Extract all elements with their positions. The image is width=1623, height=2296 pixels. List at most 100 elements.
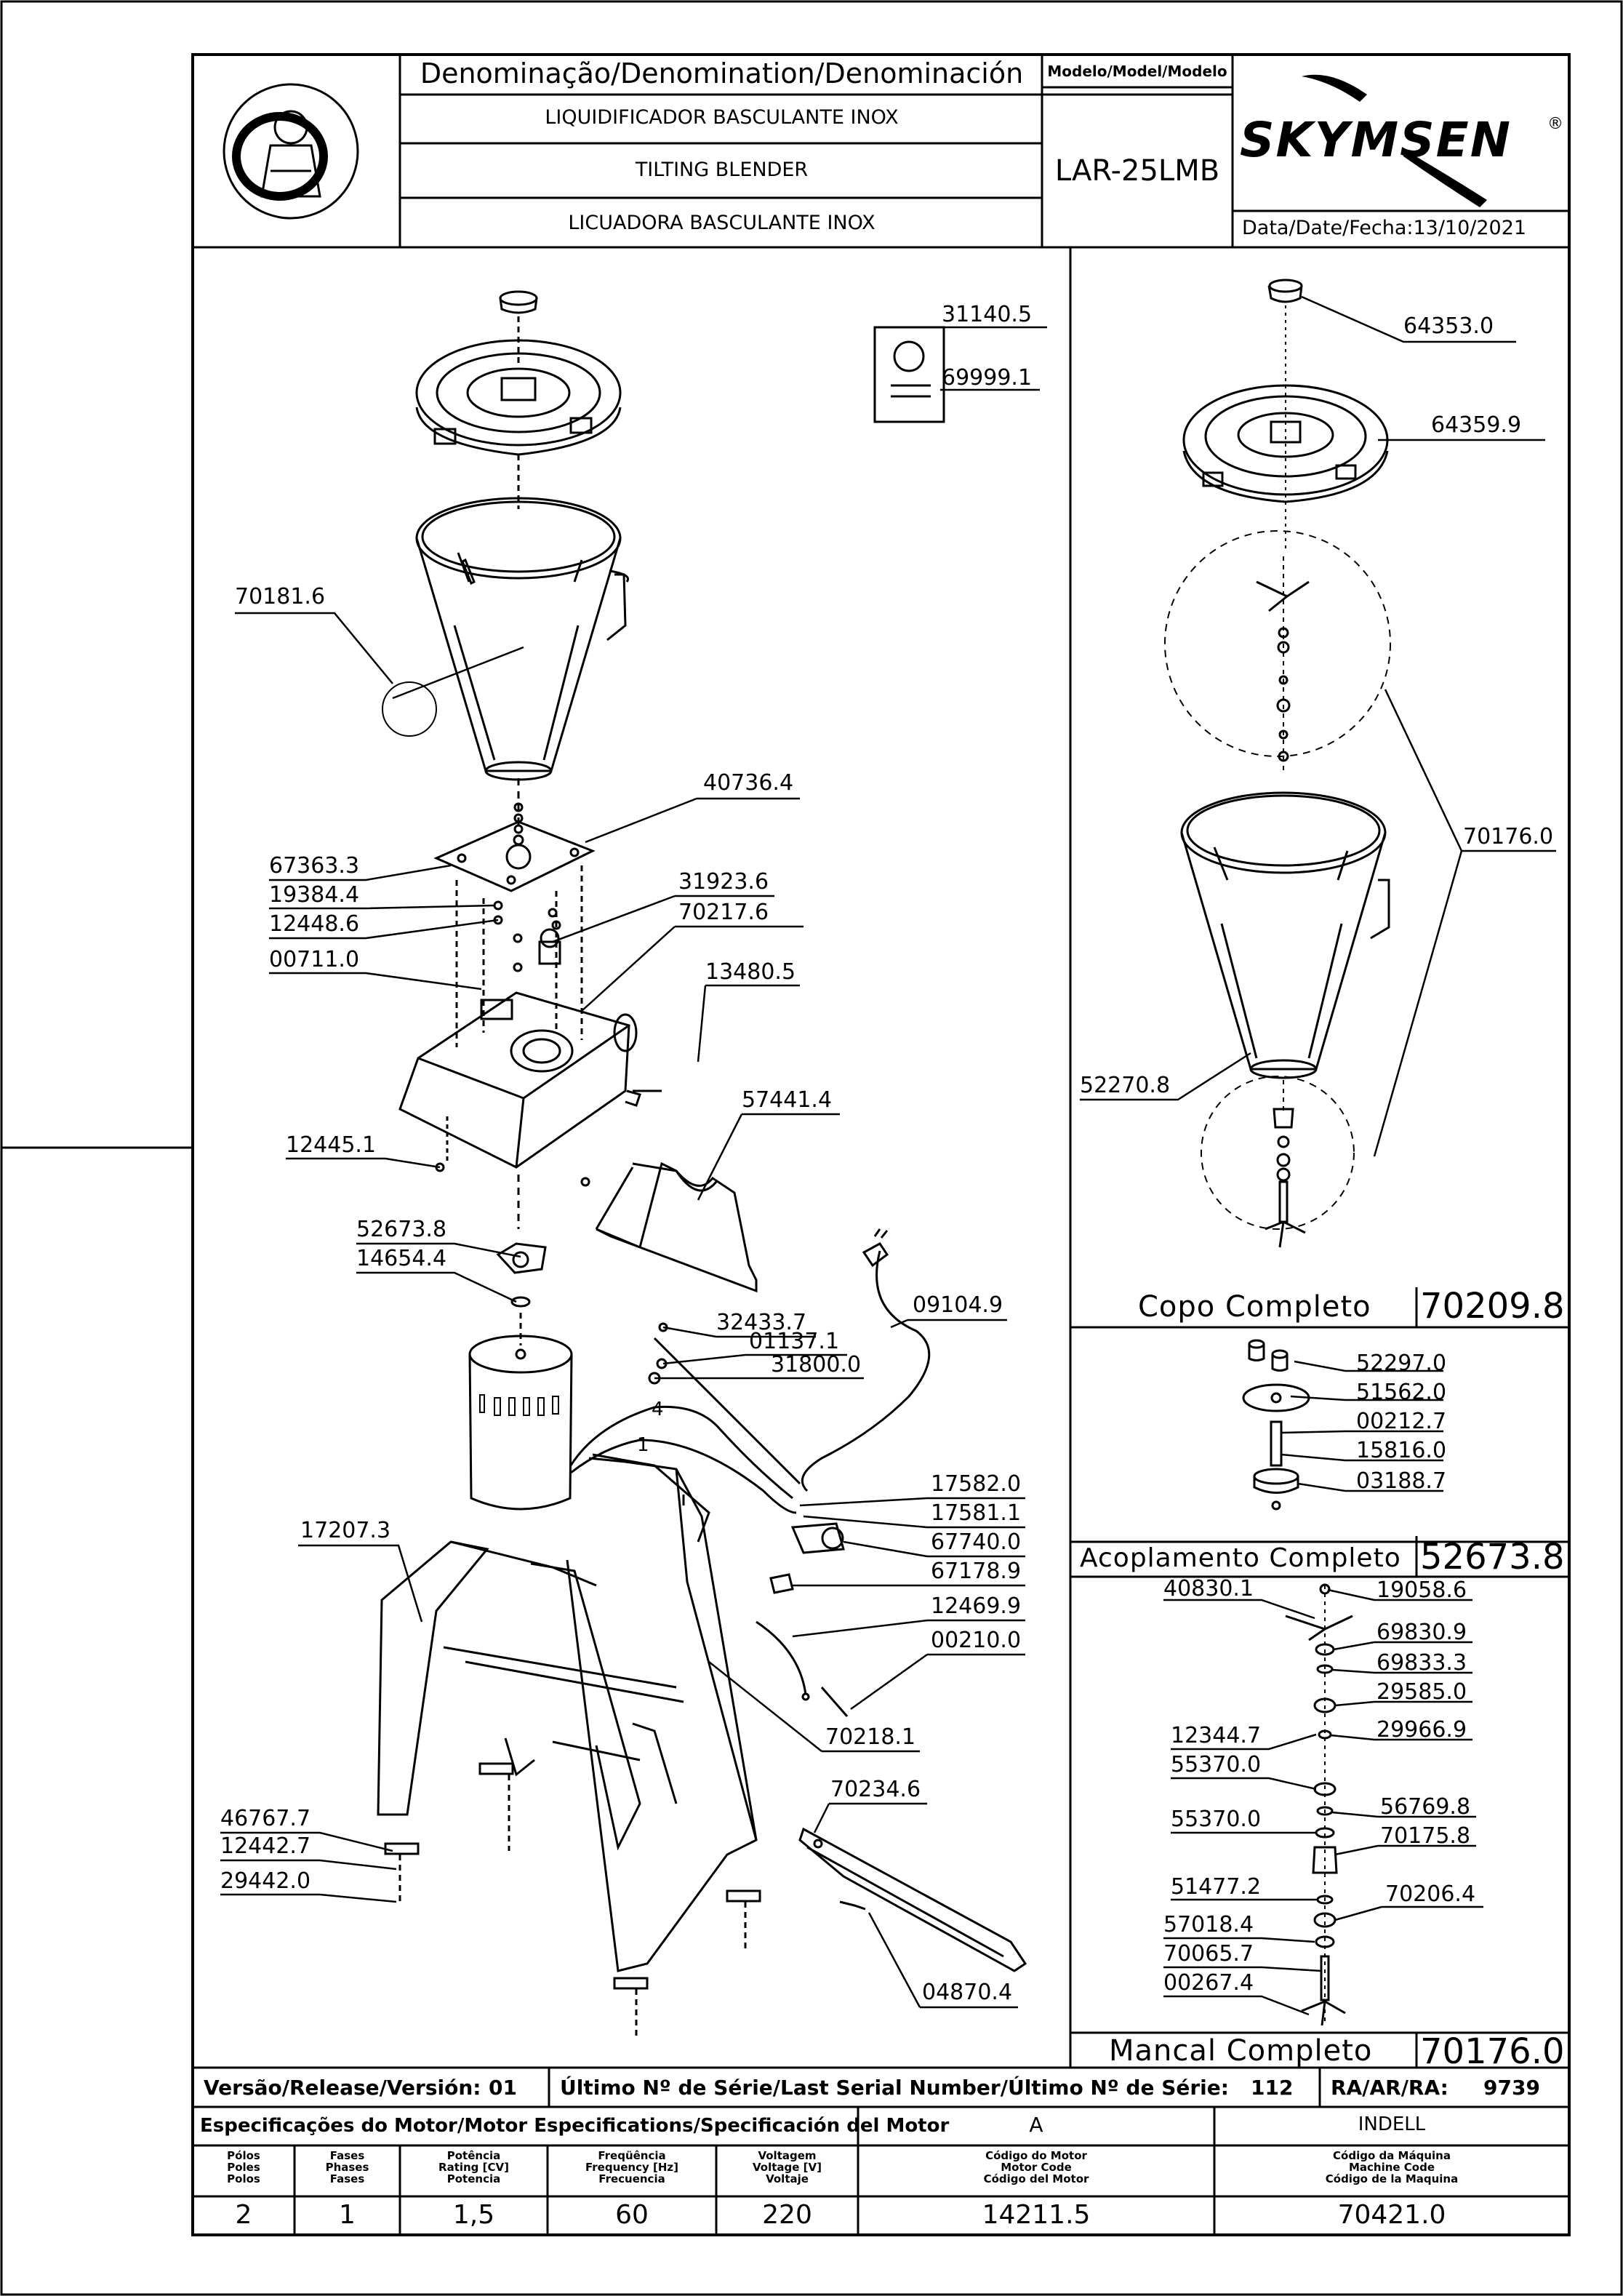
serial-value: 112 (1251, 2076, 1294, 2100)
part-label: 00210.0 (931, 1628, 1022, 1653)
mancal-part-label: 29585.0 (1376, 1679, 1467, 1705)
mancal-drawing (1285, 1583, 1353, 2026)
part-label: 17207.3 (300, 1518, 391, 1543)
acoplamento-part-label: 51562.0 (1356, 1380, 1447, 1405)
acoplamento-drawing (1242, 1339, 1310, 1511)
acoplamento-part-label: 03188.7 (1356, 1468, 1447, 1494)
spec-value-poles: 2 (235, 2200, 252, 2230)
main-frame (191, 53, 1571, 2236)
spec-value-frequency: 60 (615, 2200, 649, 2230)
part-label: 12445.1 (286, 1132, 377, 1158)
product-name-pt: LIQUIDIFICADOR BASCULANTE INOX (545, 106, 899, 129)
spec-value-phases: 1 (339, 2200, 356, 2230)
mancal-part-label: 56769.8 (1380, 1794, 1471, 1820)
part-label: 14654.4 (356, 1246, 447, 1271)
leader-lines (220, 326, 1047, 2009)
release-value: 01 (489, 2076, 517, 2100)
acoplamento-part-label: 52297.0 (1356, 1351, 1447, 1376)
acoplamento-section-title: Acoplamento Completo (1080, 1543, 1401, 1573)
acoplamento-part-label: 00212.7 (1356, 1409, 1447, 1434)
mancal-part-label: 57018.4 (1163, 1912, 1254, 1937)
mancal-part-label: 00267.4 (1163, 1970, 1254, 1996)
registered-mark: ® (1547, 115, 1563, 133)
part-label: 40736.4 (703, 770, 794, 796)
release-label: Versão/Release/Versión: (204, 2076, 481, 2100)
mancal-part-label: 12344.7 (1171, 1723, 1262, 1748)
model-label: Modelo/Model/Modelo (1047, 63, 1227, 80)
ra-label: RA/AR/RA: (1331, 2076, 1448, 2100)
mancal-part-label: 69833.3 (1376, 1650, 1467, 1676)
product-name-en: TILTING BLENDER (635, 159, 809, 181)
mancal-part-label: 70206.4 (1385, 1881, 1476, 1907)
motor-maker: INDELL (1358, 2113, 1426, 2135)
spec-value-motor-code: 14211.5 (982, 2200, 1091, 2230)
part-label: 00711.0 (269, 947, 360, 972)
part-label: 17581.1 (931, 1500, 1022, 1526)
mancal-part-label: 19058.6 (1376, 1577, 1467, 1603)
part-label: 13480.5 (705, 959, 796, 985)
mancal-part-label: 55370.0 (1171, 1807, 1262, 1832)
part-label: 67178.9 (931, 1559, 1022, 1584)
acoplamento-section-code: 52673.8 (1420, 1537, 1565, 1577)
part-label: 12442.7 (220, 1833, 311, 1859)
copo-part-label: 52270.8 (1080, 1073, 1171, 1098)
part-label: 29442.0 (220, 1868, 311, 1894)
part-label: 57441.4 (742, 1087, 833, 1113)
part-label: 52673.8 (356, 1217, 447, 1242)
part-label: 31923.6 (678, 869, 769, 895)
part-label: 01137.1 (749, 1329, 840, 1354)
part-label: 31140.5 (942, 302, 1033, 327)
main-exploded-view (377, 290, 1027, 2036)
model-code: LAR-25LMB (1054, 154, 1220, 188)
motor-spec-header: Especificações do Motor/Motor Especifica… (200, 2115, 950, 2137)
wire-number: 1 (637, 1434, 649, 1456)
part-label: 46767.7 (220, 1806, 311, 1831)
date-label: Data/Date/Fecha:13/10/2021 (1242, 217, 1527, 239)
copo-part-label: 70176.0 (1463, 824, 1554, 849)
wire-number: 4 (652, 1399, 664, 1420)
part-label: 12448.6 (269, 911, 360, 937)
copo-part-label: 64359.9 (1431, 412, 1522, 438)
mancal-part-label: 40830.1 (1163, 1576, 1254, 1601)
copo-part-label: 64353.0 (1403, 313, 1494, 339)
ra-value: 9739 (1483, 2076, 1540, 2100)
part-label: 12469.9 (931, 1593, 1022, 1619)
date-value: 13/10/2021 (1413, 217, 1527, 239)
part-label: 67740.0 (931, 1529, 1022, 1555)
product-name-es: LICUADORA BASCULANTE INOX (568, 212, 875, 234)
part-label: 67363.3 (269, 853, 360, 879)
authorized-service-seal (223, 83, 359, 220)
mancal-part-label: 70175.8 (1380, 1823, 1471, 1849)
part-label: 04870.4 (922, 1980, 1013, 2005)
part-label: 17582.0 (931, 1471, 1022, 1497)
denomination-label: Denominação/Denomination/Denominación (420, 57, 1024, 89)
mancal-section-title: Mancal Completo (1109, 2034, 1373, 2068)
copo-section-title: Copo Completo (1138, 1290, 1371, 1324)
mancal-part-label: 69830.9 (1376, 1620, 1467, 1645)
serial-label: Último Nº de Série/Last Serial Number/Úl… (560, 2076, 1229, 2100)
part-label: 70218.1 (825, 1724, 916, 1750)
mancal-section-code: 70176.0 (1420, 2031, 1565, 2072)
copo-section-code: 70209.8 (1420, 1286, 1565, 1327)
spec-value-rating: 1,5 (452, 2200, 495, 2230)
part-label: 19384.4 (269, 882, 360, 908)
part-label: 31800.0 (771, 1352, 862, 1377)
mancal-part-label: 70065.7 (1163, 1941, 1254, 1967)
mancal-part-label: 55370.0 (1171, 1752, 1262, 1777)
acoplamento-part-label: 15816.0 (1356, 1438, 1447, 1463)
part-label: 32433.7 (716, 1310, 807, 1335)
part-label: 70217.6 (678, 900, 769, 925)
part-label: 09104.9 (913, 1292, 1003, 1318)
mancal-part-label: 51477.2 (1171, 1874, 1262, 1900)
copo-drawing (1164, 279, 1391, 1248)
motor-spec-letter: A (1029, 2113, 1043, 2137)
